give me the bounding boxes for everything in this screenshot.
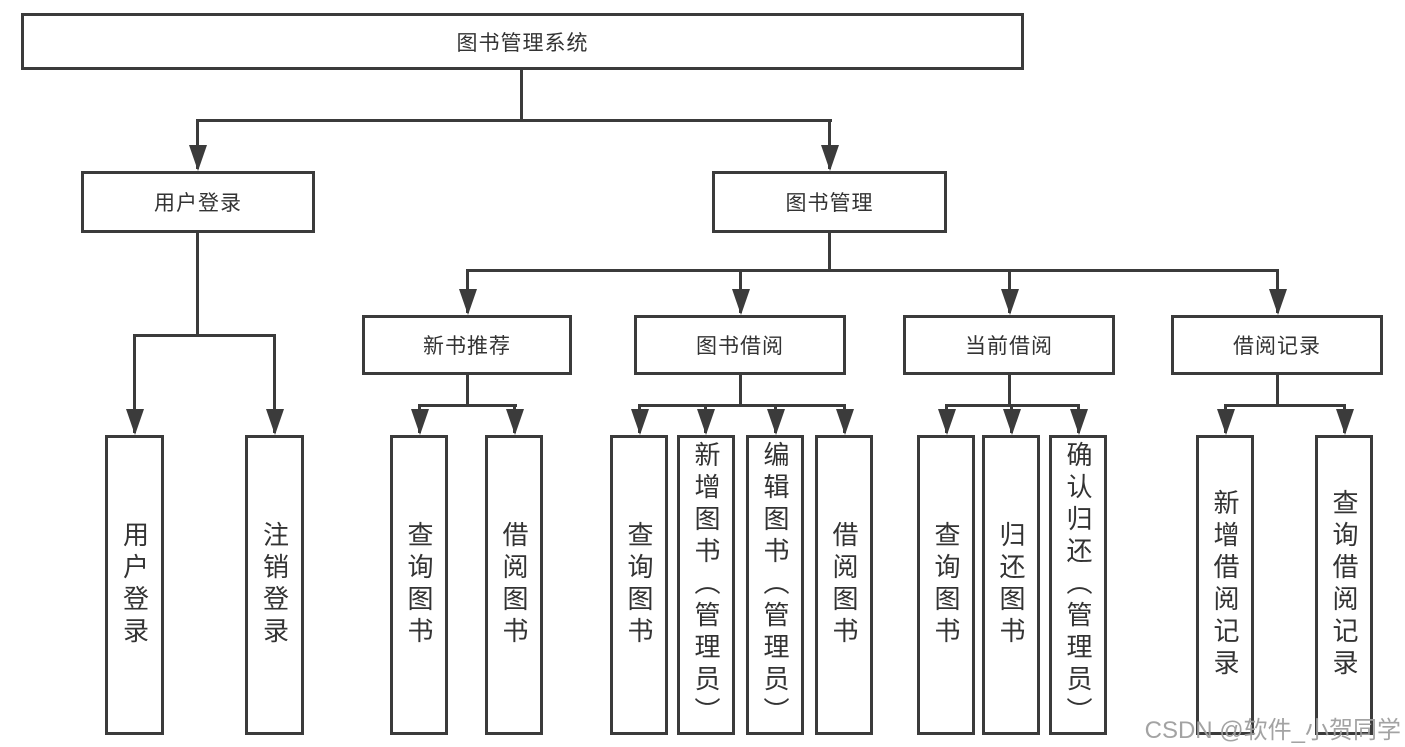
leaf-query-book-borrow-label: 查询图书 [624, 521, 654, 649]
leaf-borrow-book: 借阅图书 [815, 435, 873, 735]
node-new-book-recommend: 新书推荐 [362, 315, 572, 375]
leaf-query-book-borrow: 查询图书 [610, 435, 668, 735]
leaf-query-borrow-record: 查询借阅记录 [1315, 435, 1373, 735]
leaf-edit-book-admin-label: 编辑图书（管理员） [760, 441, 790, 729]
node-book-management-label: 图书管理 [785, 192, 874, 215]
connector-arrow [1003, 409, 1021, 435]
leaf-borrow-book-recommend-label: 借阅图书 [499, 521, 529, 649]
connector-line [466, 374, 469, 406]
leaf-query-book-current-label: 查询图书 [931, 521, 961, 649]
leaf-confirm-return-admin-label: 确认归还（管理员） [1063, 441, 1093, 729]
connector-line [133, 334, 136, 433]
leaf-add-borrow-record: 新增借阅记录 [1196, 435, 1254, 735]
leaf-query-book-recommend: 查询图书 [390, 435, 448, 735]
leaf-query-book-recommend-label: 查询图书 [404, 521, 434, 649]
connector-arrow [1001, 289, 1019, 315]
connector-arrow [411, 409, 429, 435]
connector-arrow [506, 409, 524, 435]
leaf-logout: 注销登录 [245, 435, 304, 735]
connector-arrow [631, 409, 649, 435]
connector-line [418, 404, 517, 407]
leaf-edit-book-admin: 编辑图书（管理员） [746, 435, 804, 735]
leaf-user-login-label: 用户登录 [119, 521, 150, 649]
connector-arrow [266, 409, 284, 435]
connector-line [133, 334, 276, 337]
connector-arrow [459, 289, 477, 315]
leaf-borrow-book-recommend: 借阅图书 [485, 435, 543, 735]
leaf-add-book-admin: 新增图书（管理员） [677, 435, 735, 735]
connector-line [196, 119, 199, 169]
leaf-user-login: 用户登录 [105, 435, 164, 735]
connector-line [466, 269, 1279, 272]
connector-arrow [126, 409, 144, 435]
connector-line [1224, 404, 1346, 407]
leaf-return-book-label: 归还图书 [996, 521, 1026, 649]
connector-arrow [938, 409, 956, 435]
node-user-login-label: 用户登录 [154, 192, 242, 215]
node-book-borrow-label: 图书借阅 [696, 335, 784, 358]
connector-arrow [1269, 289, 1287, 315]
node-current-borrow-label: 当前借阅 [965, 335, 1053, 358]
leaf-add-book-admin-label: 新增图书（管理员） [691, 441, 721, 729]
connector-arrow [732, 289, 750, 315]
node-book-borrow: 图书借阅 [634, 315, 846, 375]
csdn-watermark: CSDN @软件_小贺同学 [1144, 717, 1401, 744]
node-book-management: 图书管理 [712, 171, 947, 233]
leaf-logout-label: 注销登录 [259, 521, 290, 649]
node-root-label: 图书管理系统 [456, 31, 589, 55]
connector-arrow [836, 409, 854, 435]
connector-arrow [697, 409, 715, 435]
leaf-query-borrow-record-label: 查询借阅记录 [1329, 489, 1359, 681]
connector-line [196, 119, 832, 122]
connector-arrow [1336, 409, 1354, 435]
connector-arrow [1217, 409, 1235, 435]
leaf-confirm-return-admin: 确认归还（管理员） [1049, 435, 1107, 735]
leaf-return-book: 归还图书 [982, 435, 1040, 735]
node-current-borrow: 当前借阅 [903, 315, 1115, 375]
leaf-borrow-book-label: 借阅图书 [829, 521, 859, 649]
connector-line [638, 404, 846, 407]
node-user-login: 用户登录 [81, 171, 315, 233]
node-root: 图书管理系统 [21, 13, 1024, 70]
leaf-add-borrow-record-label: 新增借阅记录 [1210, 489, 1240, 681]
node-borrow-records: 借阅记录 [1171, 315, 1383, 375]
connector-line [828, 232, 831, 271]
connector-line [196, 232, 199, 336]
node-borrow-records-label: 借阅记录 [1233, 335, 1321, 358]
connector-arrow [821, 145, 839, 171]
connector-line [520, 69, 523, 121]
connector-arrow [767, 409, 785, 435]
connector-arrow [1070, 409, 1088, 435]
leaf-query-book-current: 查询图书 [917, 435, 975, 735]
connector-arrow [189, 145, 207, 171]
node-new-book-recommend-label: 新书推荐 [423, 335, 511, 358]
connector-line [273, 334, 276, 433]
connector-line [1276, 374, 1279, 406]
connector-line [739, 374, 742, 406]
connector-line [1008, 374, 1011, 406]
connector-line [828, 119, 831, 169]
